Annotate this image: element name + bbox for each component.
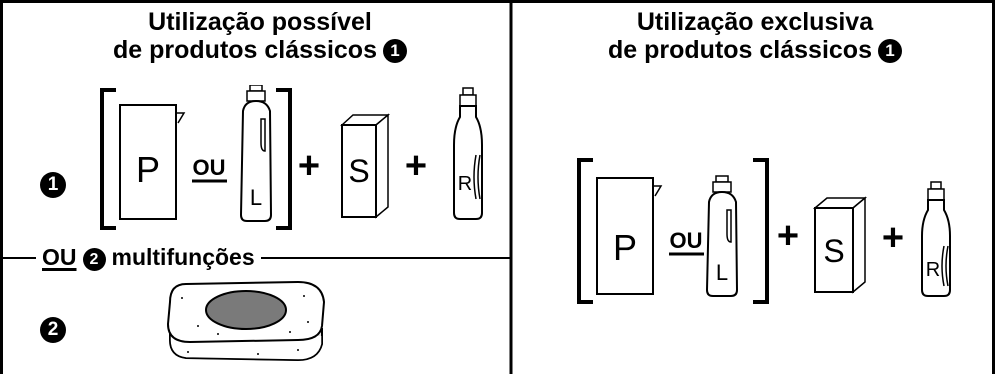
liquid-label: L <box>716 260 728 285</box>
liquid-bottle-icon: L <box>239 85 273 222</box>
right-title-line2: de produtos clássicos <box>608 36 872 64</box>
salt-box-icon: S <box>340 113 391 219</box>
plus-sign: + <box>777 215 799 257</box>
row1-number-badge: 1 <box>40 172 66 198</box>
powder-label: P <box>136 149 160 190</box>
left-product-group: P OU L + S + R <box>100 85 483 230</box>
separator-or: OU <box>42 244 77 270</box>
powder-box-icon: P <box>596 177 663 295</box>
powder-box-icon: P <box>119 104 186 220</box>
liquid-bottle-icon: L <box>705 175 739 297</box>
left-title-line2: de produtos clássicos <box>113 36 377 64</box>
salt-box-icon: S <box>812 196 868 294</box>
multifunction-tablet-icon <box>166 280 326 362</box>
right-product-group: P OU L + S + R <box>577 158 951 304</box>
left-title-line1: Utilização possível <box>148 8 372 36</box>
rinse-label: R <box>926 259 940 281</box>
salt-label: S <box>823 233 844 269</box>
left-title-number-badge: 1 <box>382 39 407 63</box>
right-title: Utilização exclusiva de produtos clássic… <box>515 8 995 64</box>
plus-sign: + <box>298 145 320 187</box>
bracket-left <box>100 88 116 230</box>
bracket-right <box>753 158 769 304</box>
right-title-number-badge: 1 <box>877 39 902 63</box>
rinse-bottle-icon: R <box>921 181 951 297</box>
liquid-label: L <box>250 185 262 210</box>
powder-label: P <box>613 227 637 268</box>
right-title-line1: Utilização exclusiva <box>636 8 874 36</box>
bracket-left <box>577 158 593 304</box>
plus-sign: + <box>405 145 427 187</box>
separator-text: multifunções <box>111 244 255 270</box>
rinse-label: R <box>458 173 472 195</box>
separator-number-badge: 2 <box>82 248 106 271</box>
or-label: OU <box>193 155 226 180</box>
or-label: OU <box>670 228 703 253</box>
rinse-bottle-icon: R <box>453 87 483 220</box>
left-title: Utilização possível de produtos clássico… <box>15 8 505 64</box>
row2-number-badge: 2 <box>40 317 66 343</box>
plus-sign: + <box>882 217 904 259</box>
bracket-right <box>276 88 292 230</box>
salt-label: S <box>348 153 369 189</box>
